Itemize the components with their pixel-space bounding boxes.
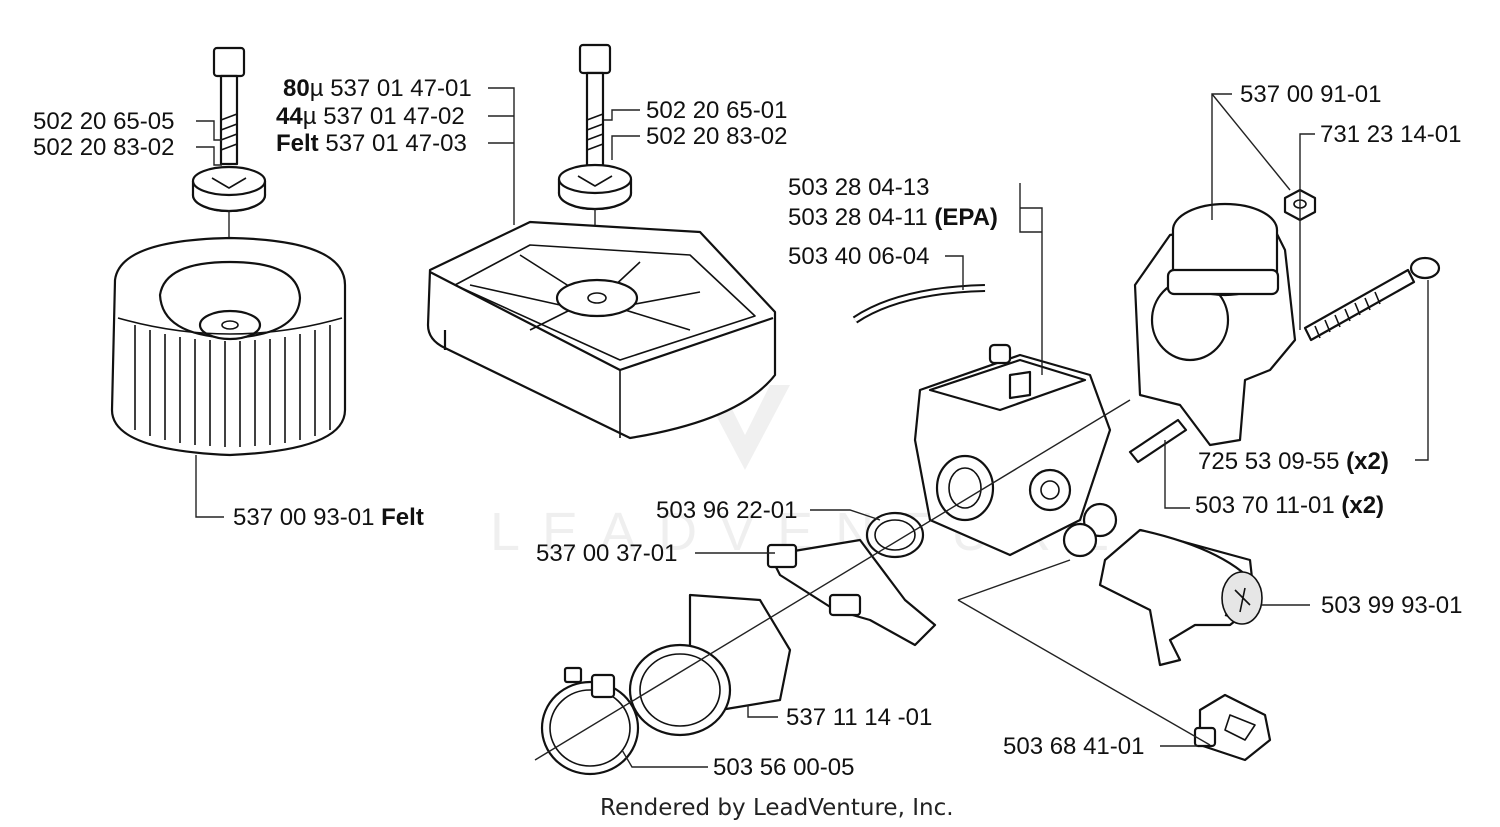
hose-clamp [540,666,640,776]
callout-hose-clamp: 503 56 00-05 [713,754,854,781]
fuel-hose [852,284,986,324]
callout-clamp: 537 00 37-01 [536,540,677,567]
callout-adapter: 537 00 91-01 [1240,81,1381,108]
callout-oring: 503 96 22-01 [656,497,797,524]
callout-bolt-mid: 502 20 65-01 [646,97,787,124]
footer-credit: Rendered by LeadVenture, Inc. [600,795,954,821]
callout-filter-felt-left: 537 00 93-01 Felt [233,504,424,531]
carburetor [913,343,1118,558]
oring [865,511,925,559]
part-number: 537 00 93-01 [233,504,374,531]
bolt-left [212,46,246,166]
air-filter-felt [110,236,347,457]
callout-filter-felt: Felt 537 01 47-03 [276,130,467,157]
long-screw [1303,256,1441,342]
carb-adapter [1133,202,1297,447]
callout-filter-80: 80µ 537 01 47-01 [283,75,472,102]
callout-washer-left: 502 20 83-02 [33,134,174,161]
callout-screw: 725 53 09-55 (x2) [1198,448,1389,475]
clamp-bracket [766,538,937,647]
washer-left [191,165,267,213]
washer-mid [557,163,633,211]
callout-bolt-left: 502 20 65-05 [33,108,174,135]
callout-carb-1: 503 28 04-13 [788,174,929,201]
callout-cylinder: 503 99 93-01 [1321,592,1462,619]
callout-nut: 731 23 14-01 [1320,121,1461,148]
bolt-mid [578,43,612,168]
intake-boot [628,593,792,737]
suffix: Felt [381,504,424,531]
sleeve [1128,418,1188,464]
callout-washer-mid: 502 20 83-02 [646,123,787,150]
air-filter-box [426,220,777,440]
callout-intake-boot: 537 11 14 -01 [786,704,932,731]
cylinder-plug [1098,528,1263,667]
callout-hose: 503 40 06-04 [788,243,929,270]
grommet [1193,693,1272,762]
callout-sleeve: 503 70 11-01 (x2) [1195,492,1384,519]
callout-filter-44: 44µ 537 01 47-02 [276,103,465,130]
callout-carb-2: 503 28 04-11 (EPA) [788,204,998,231]
callout-grommet: 503 68 41-01 [1003,733,1144,760]
